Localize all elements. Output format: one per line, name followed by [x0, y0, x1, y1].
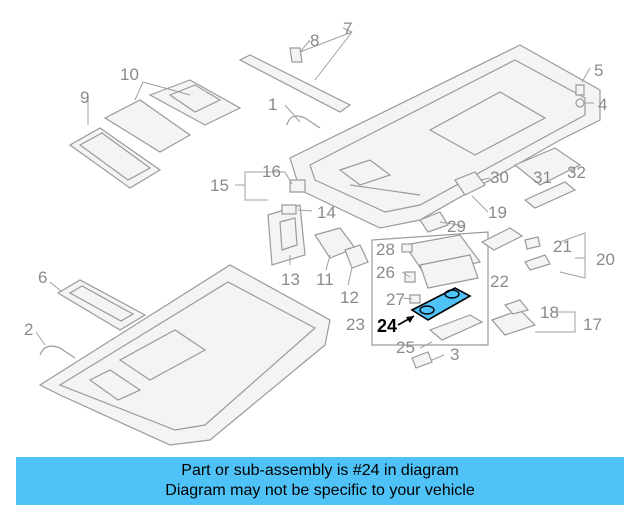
lamp-19-29-30: [419, 171, 486, 233]
leader-lines: [35, 27, 594, 361]
callout-23: 23: [346, 315, 365, 334]
grab-handle-2: [39, 345, 76, 359]
callout-14: 14: [317, 203, 336, 222]
lamp-20-22: [480, 227, 551, 271]
callout-18: 18: [540, 303, 559, 322]
info-banner: Part or sub-assembly is #24 in diagram D…: [16, 457, 624, 505]
clip-5: [575, 84, 585, 96]
callout-21: 21: [553, 237, 572, 256]
callout-15: 15: [210, 176, 229, 195]
trim-strip-7: [238, 54, 352, 113]
banner-line-part-number: Part or sub-assembly is #24 in diagram: [181, 462, 459, 479]
callout-17: 17: [583, 315, 602, 334]
clip-8: [289, 47, 303, 63]
callout-3: 3: [450, 345, 459, 364]
dome-light-lens-24: [410, 287, 472, 321]
grab-handle-1: [286, 115, 321, 129]
callout-16: 16: [262, 162, 281, 181]
callout-2: 2: [24, 320, 33, 339]
base-25: [428, 314, 484, 341]
headliner-lower: [38, 264, 331, 446]
banner-line-disclaimer: Diagram may not be specific to your vehi…: [165, 482, 475, 499]
callout-13: 13: [281, 270, 300, 289]
callout-24-highlighted: 24: [377, 316, 397, 336]
headliner-upper: [289, 44, 601, 229]
highlight-arrow: [397, 315, 415, 326]
callout-12: 12: [340, 288, 359, 307]
callout-11: 11: [316, 270, 334, 289]
parts-diagram: 7 8 10 9 1 5 4 30 31 32 15 16 14 19 29 2…: [24, 19, 615, 446]
callout-27: 27: [386, 290, 405, 309]
visor-hinge-14: [281, 204, 297, 215]
callout-26: 26: [376, 263, 395, 282]
sunroof-seal-6: [56, 279, 147, 331]
block-12: [344, 244, 369, 269]
callout-32: 32: [567, 163, 586, 182]
callout-28: 28: [376, 240, 395, 259]
callout-labels: 7 8 10 9 1 5 4 30 31 32 15 16 14 19 29 2…: [24, 19, 615, 364]
callout-20: 20: [596, 250, 615, 269]
callout-31: 31: [533, 168, 552, 187]
callout-10: 10: [120, 65, 139, 84]
clip-4: [575, 98, 585, 108]
visor-clip-16: [289, 179, 306, 193]
lamp-17-18: [490, 299, 537, 336]
callout-5: 5: [594, 61, 603, 80]
dome-light-group-23: [371, 231, 489, 346]
callout-25: 25: [396, 338, 415, 357]
overhead-console-31-32: [513, 147, 582, 209]
pad-panel-9: [68, 127, 162, 189]
callout-9: 9: [80, 88, 89, 107]
pad-panel-10: [103, 79, 242, 153]
callout-1: 1: [268, 95, 277, 114]
callout-30: 30: [490, 168, 509, 187]
callout-19: 19: [488, 203, 507, 222]
callout-29: 29: [447, 217, 466, 236]
callout-7: 7: [343, 19, 352, 38]
callout-22: 22: [490, 272, 509, 291]
callout-8: 8: [310, 31, 319, 50]
callout-6: 6: [38, 268, 47, 287]
callout-4: 4: [598, 95, 607, 114]
clip-3: [411, 351, 433, 369]
